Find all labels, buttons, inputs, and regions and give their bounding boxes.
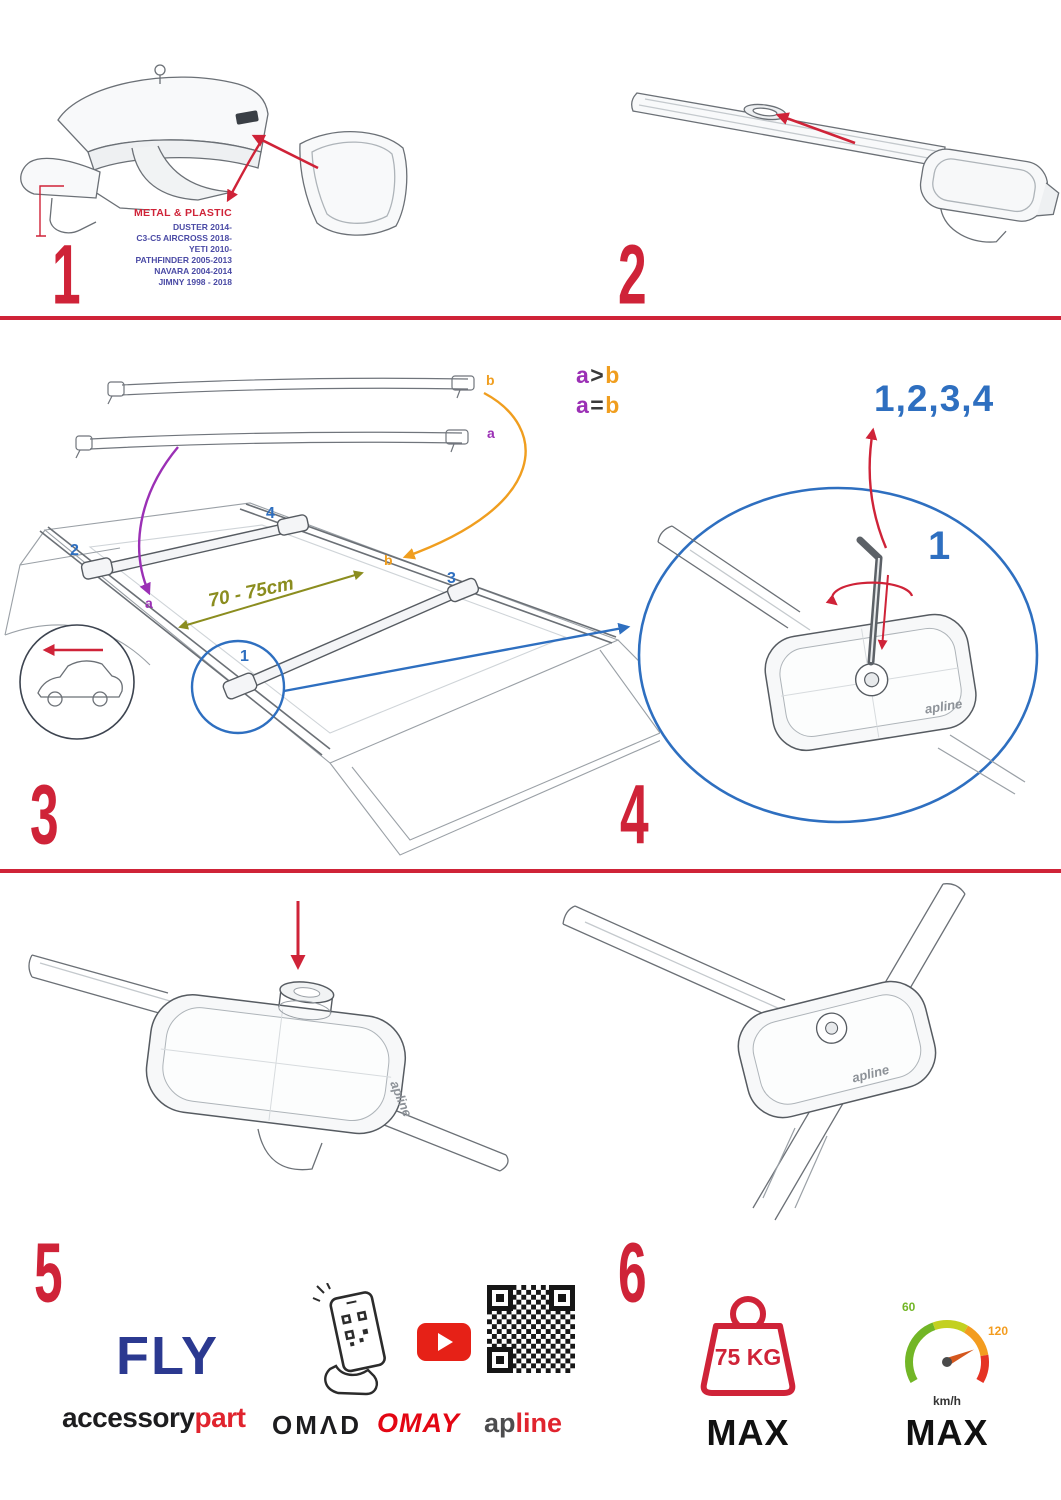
apline-pad-logo: apline [924,696,963,717]
zoom-pointer-arrow [283,622,631,693]
qr-code [487,1285,575,1373]
rail-hint [937,734,1026,795]
cover-piece-drawing [299,131,408,236]
distance-arrow [178,570,364,630]
length-rule-2: a=b [576,392,620,418]
bar-and-rail-drawing [562,883,966,1221]
rail-under-pad [762,1127,828,1209]
roof-rails-drawing [39,503,617,756]
loose-bar-a-label: a [487,425,495,441]
youtube-icon [417,1323,471,1361]
foot-pad-drawing: apline [737,980,937,1119]
max-weight-label: MAX [706,1412,790,1453]
step3-number: 3 [30,766,59,862]
vehicle-item: YETI 2010- [189,244,232,254]
loose-bars-drawing [75,375,475,459]
press-down-arrow [877,574,889,650]
step4-number: 4 [620,766,649,862]
clamp-tail [257,1128,323,1171]
material-label: METAL & PLASTIC [133,207,232,219]
bar-a-guide-arrow [138,446,179,596]
loose-bar-b-label: b [486,372,495,388]
mounted-crossbars-drawing [80,514,480,700]
tighten-sequence-label: 1,2,3,4 [874,378,995,419]
step6-number: 6 [618,1224,647,1320]
position-1-label: 1 [240,648,249,665]
bar-b-guide-arrow [402,391,527,560]
vehicle-item: DUSTER 2014- [172,222,232,232]
step5-number: 5 [34,1224,63,1320]
tighten-knob [278,981,335,1021]
car-direction-inset [19,624,135,740]
max-speed-label: MAX [905,1412,989,1453]
speed-tick-120: 120 [988,1324,1009,1338]
foot1-highlight-circle [190,639,286,735]
rail-b-label: b [384,552,393,568]
product-name: FLY [116,1326,220,1386]
position-2-label: 2 [70,542,79,559]
step2-number: 2 [618,226,647,322]
max-weight-icon [700,1296,796,1396]
section-divider-2 [0,869,1061,873]
crossbar-drawing [631,92,1060,243]
max-weight-value: 75 KG [714,1344,782,1370]
step4-illustration: apline [637,427,1039,824]
speed-tick-60: 60 [902,1300,916,1314]
sequence-arrow [865,427,888,549]
step1-arrows [36,134,319,237]
step6-illustration: apline [562,883,966,1221]
qr-finder-square [487,1347,513,1373]
vehicle-item: C3-C5 AIRCROSS 2018- [136,233,232,243]
vehicle-item: JIMNY 1998 - 2018 [158,277,232,287]
section-divider-1 [0,316,1061,320]
position-4-label: 4 [266,505,275,522]
foot-body-drawing [20,64,269,234]
step5-illustration: apline [28,901,509,1172]
step2-illustration [631,92,1060,243]
rotate-arrow [825,581,914,606]
max-speed-icon [905,1320,989,1383]
apline-logo: apline [484,1408,563,1438]
insert-arrow [775,112,856,145]
vehicle-item: NAVARA 2004-2014 [154,266,232,276]
step3-illustration [4,375,660,856]
omay-logo: OMAY [377,1408,460,1438]
step1-illustration [20,64,408,237]
omad-logo: OMΛD [272,1410,362,1440]
logo-chip [235,110,259,125]
hex-key-highlight [870,557,880,663]
length-rule-1: a>b [576,362,620,388]
foot-pad-drawing: apline [764,613,977,752]
foot-pad-drawing [145,981,407,1135]
vehicle-item: PATHFINDER 2005-2013 [135,255,232,265]
qr-finder-square [549,1285,575,1311]
crossbar-into-pad [657,525,811,631]
qr-scan-phone-icon [312,1283,386,1396]
vehicle-list: DUSTER 2014- C3-C5 AIRCROSS 2018- YETI 2… [40,222,232,288]
accessorypart-logo: accessorypart [62,1402,246,1433]
qr-finder-square [487,1285,513,1311]
gauge-needle [945,1349,974,1366]
sequence-start-label: 1 [928,524,951,568]
position-3-label: 3 [447,570,456,587]
speed-unit-label: km/h [932,1394,961,1408]
rail-a-label: a [145,595,153,611]
step1-number: 1 [52,226,81,322]
